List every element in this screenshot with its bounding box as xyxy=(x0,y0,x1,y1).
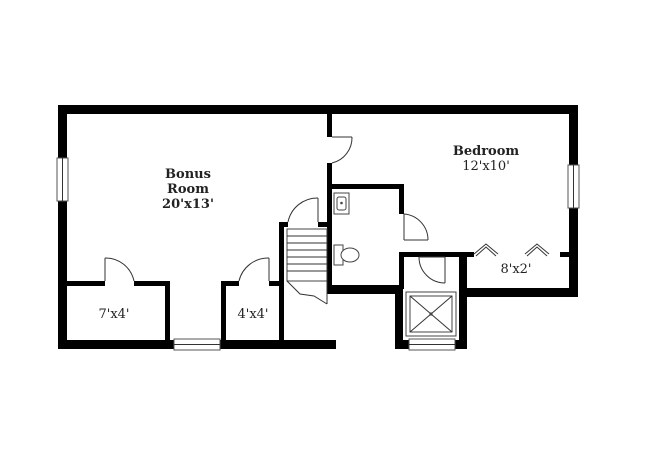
door-bath[interactable] xyxy=(403,213,429,241)
staircase[interactable] xyxy=(286,228,328,305)
interior-walls xyxy=(62,105,574,345)
door-closet-left[interactable] xyxy=(104,257,135,282)
north-wall xyxy=(58,105,578,114)
closet-mid-west xyxy=(221,281,226,345)
partition-upper xyxy=(327,105,332,137)
shower-west-upper xyxy=(399,252,404,289)
bedroom-closet-west-wall xyxy=(462,252,467,294)
stair-top-left xyxy=(279,222,288,227)
windows xyxy=(56,157,580,351)
bonus-room-name-line1: Bonus xyxy=(165,167,211,182)
door-shower-room[interactable] xyxy=(418,256,446,284)
bathroom-fixtures xyxy=(333,192,360,266)
bedroom-closet-top-right xyxy=(560,252,574,257)
closet-left-top-b xyxy=(134,281,169,286)
closet-mid-top-a xyxy=(221,281,239,286)
closet-mid-top-b xyxy=(269,281,283,286)
bedroom-name: Bedroom xyxy=(453,144,520,159)
bath-east-wall-upper xyxy=(399,184,404,214)
shower-east-wall xyxy=(459,252,467,349)
closet-left-size: 7'x4' xyxy=(98,307,129,322)
door-stair[interactable] xyxy=(287,197,319,223)
bath-south-wall xyxy=(327,285,403,294)
stair-top-right xyxy=(318,222,332,227)
shower-top-wall xyxy=(399,252,467,257)
door-closet-mid[interactable] xyxy=(238,257,270,282)
closet-left-east xyxy=(165,281,170,345)
shower-west-wall xyxy=(395,285,403,349)
doors[interactable] xyxy=(104,136,550,284)
shower-drain xyxy=(429,312,433,316)
bonus-room-name-line2: Room xyxy=(167,182,209,197)
door-bonus-bedroom[interactable] xyxy=(331,136,353,164)
west-wall xyxy=(58,105,67,349)
bath-top-wall xyxy=(327,184,404,189)
toilet-bowl xyxy=(340,247,360,263)
bedroom-size: 12'x10' xyxy=(462,159,510,174)
shower xyxy=(405,291,457,337)
stair-treads xyxy=(286,228,328,282)
sink xyxy=(333,192,350,215)
stair-west-wall xyxy=(279,222,284,345)
room-labels: Bonus Room 20'x13' Bedroom 12'x10' 7'x4'… xyxy=(98,144,531,322)
closet-left-top-a xyxy=(62,281,105,286)
bonus-room-size: 20'x13' xyxy=(162,197,214,212)
sink-drain xyxy=(340,201,343,205)
door-bedroom-closet-bifold[interactable] xyxy=(473,243,550,257)
south-wall-bedroom-closet xyxy=(462,288,578,297)
bedroom-closet-top-left xyxy=(462,252,474,257)
bedroom-closet-size: 8'x2' xyxy=(500,262,531,277)
toilet xyxy=(333,244,360,266)
closet-mid-size: 4'x4' xyxy=(237,307,268,322)
